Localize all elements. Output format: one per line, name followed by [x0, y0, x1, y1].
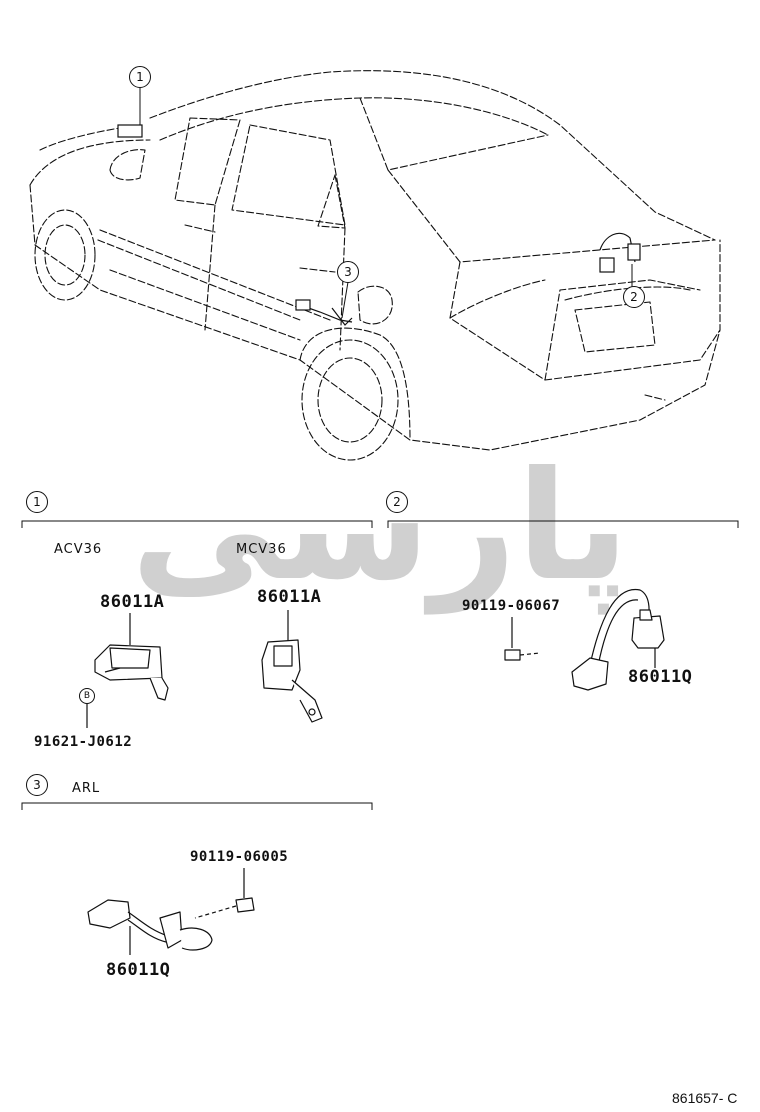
variant-label-mcv36: MCV36: [236, 542, 287, 557]
callout-3-car: 3: [337, 261, 359, 283]
variant-label-arl: ARL: [72, 781, 101, 796]
diagram-code: 861657- C: [672, 1090, 738, 1106]
section-2-number: 2: [386, 491, 408, 513]
section-1-number: 1: [26, 491, 48, 513]
acv36-sensor-drawing: [86, 613, 169, 728]
rear-sensor-drawing: [504, 589, 665, 691]
callout-1-car: 1: [129, 66, 151, 88]
callout-2-car: 2: [623, 286, 645, 308]
part-number-rear-sensor: 86011Q: [628, 667, 693, 687]
part-number-rear-bolt: 90119-06067: [462, 598, 561, 614]
part-number-arl-bolt: 90119-06005: [190, 849, 289, 865]
part-number-mcv36-sensor: 86011A: [257, 587, 322, 607]
arl-sensor-drawing: [87, 868, 255, 955]
watermark: پارسی: [131, 440, 629, 615]
clip-marker-b: B: [79, 688, 95, 704]
part-number-arl-sensor: 86011Q: [106, 960, 171, 980]
section-3-number: 3: [26, 774, 48, 796]
section-brackets: [21, 520, 739, 810]
part-number-acv36-sensor: 86011A: [100, 592, 165, 612]
variant-label-acv36: ACV36: [54, 542, 103, 557]
part-number-acv36-clip: 91621-J0612: [34, 734, 133, 750]
car-sensor-marks: [117, 88, 641, 326]
mcv36-sensor-drawing: [261, 610, 323, 723]
